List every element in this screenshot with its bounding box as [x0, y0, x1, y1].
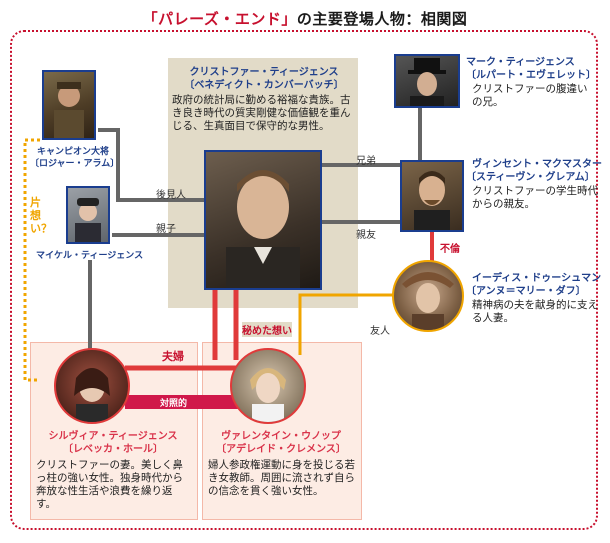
diagram-title: 「パレーズ・エンド」の主要登場人物：相関図 — [0, 8, 610, 29]
diagram-frame — [10, 30, 598, 530]
sylvia-panel — [30, 342, 198, 520]
valentine-figure-icon — [250, 368, 286, 422]
valentine-photo — [230, 348, 306, 424]
edith-photo — [392, 260, 464, 332]
valentine-name: ヴァレンタイン・ウノップ — [221, 431, 341, 442]
label-parent-child: 親子 — [156, 224, 176, 235]
label-secret-love: 秘めた想い — [242, 322, 292, 337]
mark-actor: 〔ルパート・エヴェレット〕 — [466, 70, 596, 81]
mark-photo — [394, 54, 460, 108]
sylvia-description: クリストファーの妻。美しく鼻っ柱の強い女性。独身時代から奔放な性生活や浪費を繰り… — [36, 459, 183, 510]
sylvia-actor: 〔レベッカ・ホール〕 — [63, 444, 163, 455]
christopher-photo — [204, 150, 322, 290]
michael-photo — [66, 186, 110, 244]
label-one-sided: 片想い？ — [30, 196, 52, 235]
title-prefix: 「パレーズ・エンド」 — [142, 10, 297, 28]
line-friend — [298, 293, 395, 355]
mark-name: マーク・ティージェンス — [466, 57, 575, 68]
edith-actor: 〔アンヌ＝マリー・ダフ〕 — [466, 286, 586, 297]
label-best-friend: 親友 — [356, 230, 376, 241]
label-friend: 友人 — [370, 326, 390, 337]
christopher-figure-icon — [226, 170, 300, 288]
label-guardian: 後見人 — [156, 190, 186, 201]
contrast-bar — [125, 395, 240, 409]
mark-description: クリストファーの腹違いの兄。 — [472, 83, 588, 108]
label-affair: 不倫 — [440, 244, 460, 255]
campion-name: キャンピオン大将 — [36, 147, 109, 157]
label-couple: 夫婦 — [162, 350, 184, 363]
campion-photo — [42, 70, 96, 140]
label-contrast: 対照的 — [160, 399, 188, 409]
sylvia-name: シルヴィア・ティージェンス — [48, 431, 178, 442]
sylvia-photo — [54, 348, 130, 424]
vincent-name: ヴィンセント・マクマスター — [472, 159, 602, 170]
michael-name: マイケル・ティージェンス — [36, 251, 144, 261]
valentine-actor: 〔アデレイド・クレメンス〕 — [216, 444, 346, 455]
michael-figure-icon — [75, 198, 101, 242]
line-one-sided — [23, 138, 40, 382]
valentine-description: 婦人参政権運動に身を投じる若き女教師。周囲に流されず自らの信念を貫く強い女性。 — [208, 459, 355, 497]
title-suffix: の主要登場人物：相関図 — [296, 10, 468, 28]
christopher-description: 政府の統計局に勤める裕福な貴族。古き良き時代の質実剛健な価値観を重んじる、生真面… — [172, 94, 351, 132]
campion-actor: 〔ロジャー・アラム〕 — [30, 159, 120, 169]
mark-figure-icon — [408, 58, 446, 106]
line-campion — [98, 128, 205, 202]
vincent-actor: 〔スティーヴン・グレアム〕 — [466, 172, 595, 183]
christopher-actor: 〔ベネディクト・カンバーバッチ〕 — [184, 80, 344, 91]
edith-description: 精神病の夫を献身的に支える人妻。 — [472, 299, 598, 324]
vincent-figure-icon — [414, 171, 450, 230]
christopher-name: クリストファー・ティージェンス — [189, 67, 339, 78]
sylvia-figure-icon — [74, 368, 110, 422]
vincent-description: クリストファーの学生時代からの親友。 — [472, 185, 598, 210]
vincent-photo — [400, 160, 464, 232]
campion-figure-icon — [54, 82, 84, 138]
edith-name: イーディス・ドゥーシュマン — [472, 273, 602, 284]
edith-figure-icon — [402, 272, 454, 330]
label-brother: 兄弟 — [356, 156, 376, 167]
